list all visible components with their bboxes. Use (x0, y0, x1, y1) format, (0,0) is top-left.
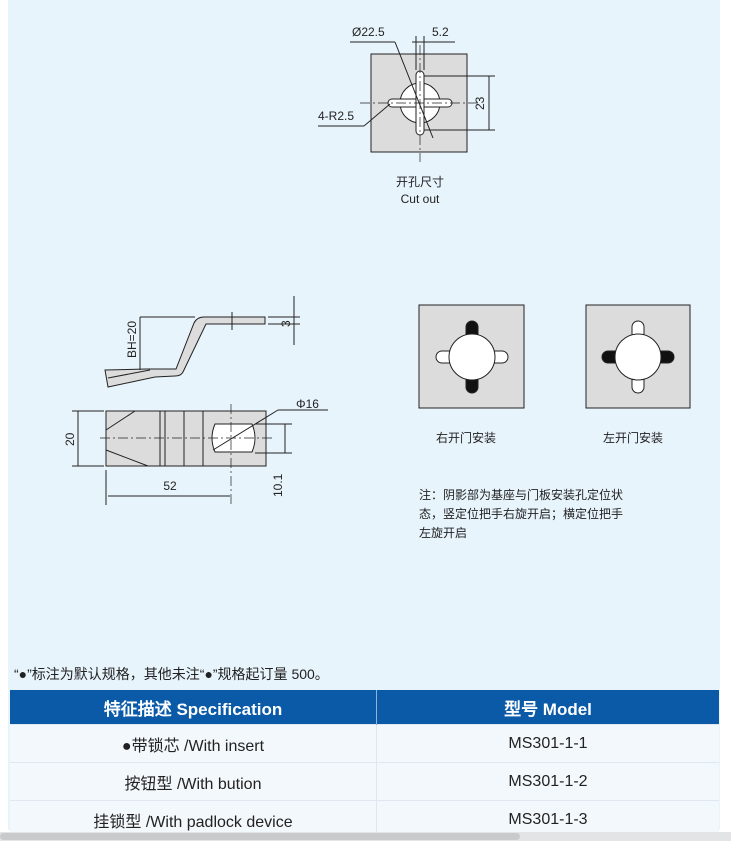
handle-top-view: Φ16 20 52 10.1 (63, 397, 328, 505)
model-cell: MS301-1-2 (376, 762, 719, 801)
spec-cell: 挂锁型 /With padlock device (10, 800, 377, 838)
thickness-label: 3 (279, 320, 293, 327)
header-specification: 特征描述 Specification (10, 690, 377, 725)
note-line: 态，竖定位把手右旋开启；横定位把手 (419, 506, 623, 521)
table-row: 按钮型 /With bution MS301-1-2 (10, 762, 719, 801)
default-spec-note: “●”标注为默认规格，其他未注“●”规格起订量 500。 (14, 666, 329, 682)
scrollbar-thumb[interactable] (0, 833, 520, 840)
note-line: 左旋开启 (419, 525, 467, 540)
handle-height-label: 20 (63, 432, 77, 446)
table-header: 特征描述 Specification 型号 Model (10, 690, 719, 725)
technical-drawing: Ø22.5 5.2 4-R2.5 23 开孔尺寸 Cut out BH=20 3… (63, 25, 691, 540)
bh-label: BH=20 (125, 321, 139, 358)
table-row: 挂锁型 /With padlock device MS301-1-3 (10, 800, 719, 838)
note-line: 注：阴影部为基座与门板安装孔定位状 (419, 487, 623, 502)
spec-cell: 按钮型 /With bution (10, 762, 377, 801)
cutout-width-label: 5.2 (432, 25, 449, 39)
cutout-radius-label: 4-R2.5 (318, 109, 354, 123)
model-cell: MS301-1-3 (376, 800, 719, 838)
cutout-diameter-label: Ø22.5 (352, 25, 385, 39)
header-model: 型号 Model (376, 690, 719, 725)
cutout-height-label: 23 (473, 96, 487, 110)
spec-table: 特征描述 Specification 型号 Model ●带锁芯 /With i… (10, 690, 719, 838)
spec-cell: ●带锁芯 /With insert (10, 724, 377, 763)
install-note: 注：阴影部为基座与门板安装孔定位状 态，竖定位把手右旋开启；横定位把手 左旋开启 (419, 487, 623, 540)
cutout-label-cn: 开孔尺寸 (396, 175, 444, 189)
left-door-label: 左开门安装 (603, 430, 663, 445)
handle-side-view: BH=20 3 (104, 296, 300, 388)
cutout-label-en: Cut out (401, 192, 440, 206)
right-door-diagram: 右开门安装 (418, 304, 525, 445)
phi-label: Φ16 (296, 397, 319, 411)
handle-length-label: 52 (163, 479, 177, 493)
offset-label: 10.1 (271, 473, 285, 497)
table-row: ●带锁芯 /With insert MS301-1-1 (10, 724, 719, 763)
model-cell: MS301-1-1 (376, 724, 719, 763)
right-door-label: 右开门安装 (436, 430, 496, 445)
left-door-diagram: 左开门安装 (585, 304, 691, 445)
cutout-diagram: Ø22.5 5.2 4-R2.5 23 开孔尺寸 Cut out (318, 25, 495, 206)
